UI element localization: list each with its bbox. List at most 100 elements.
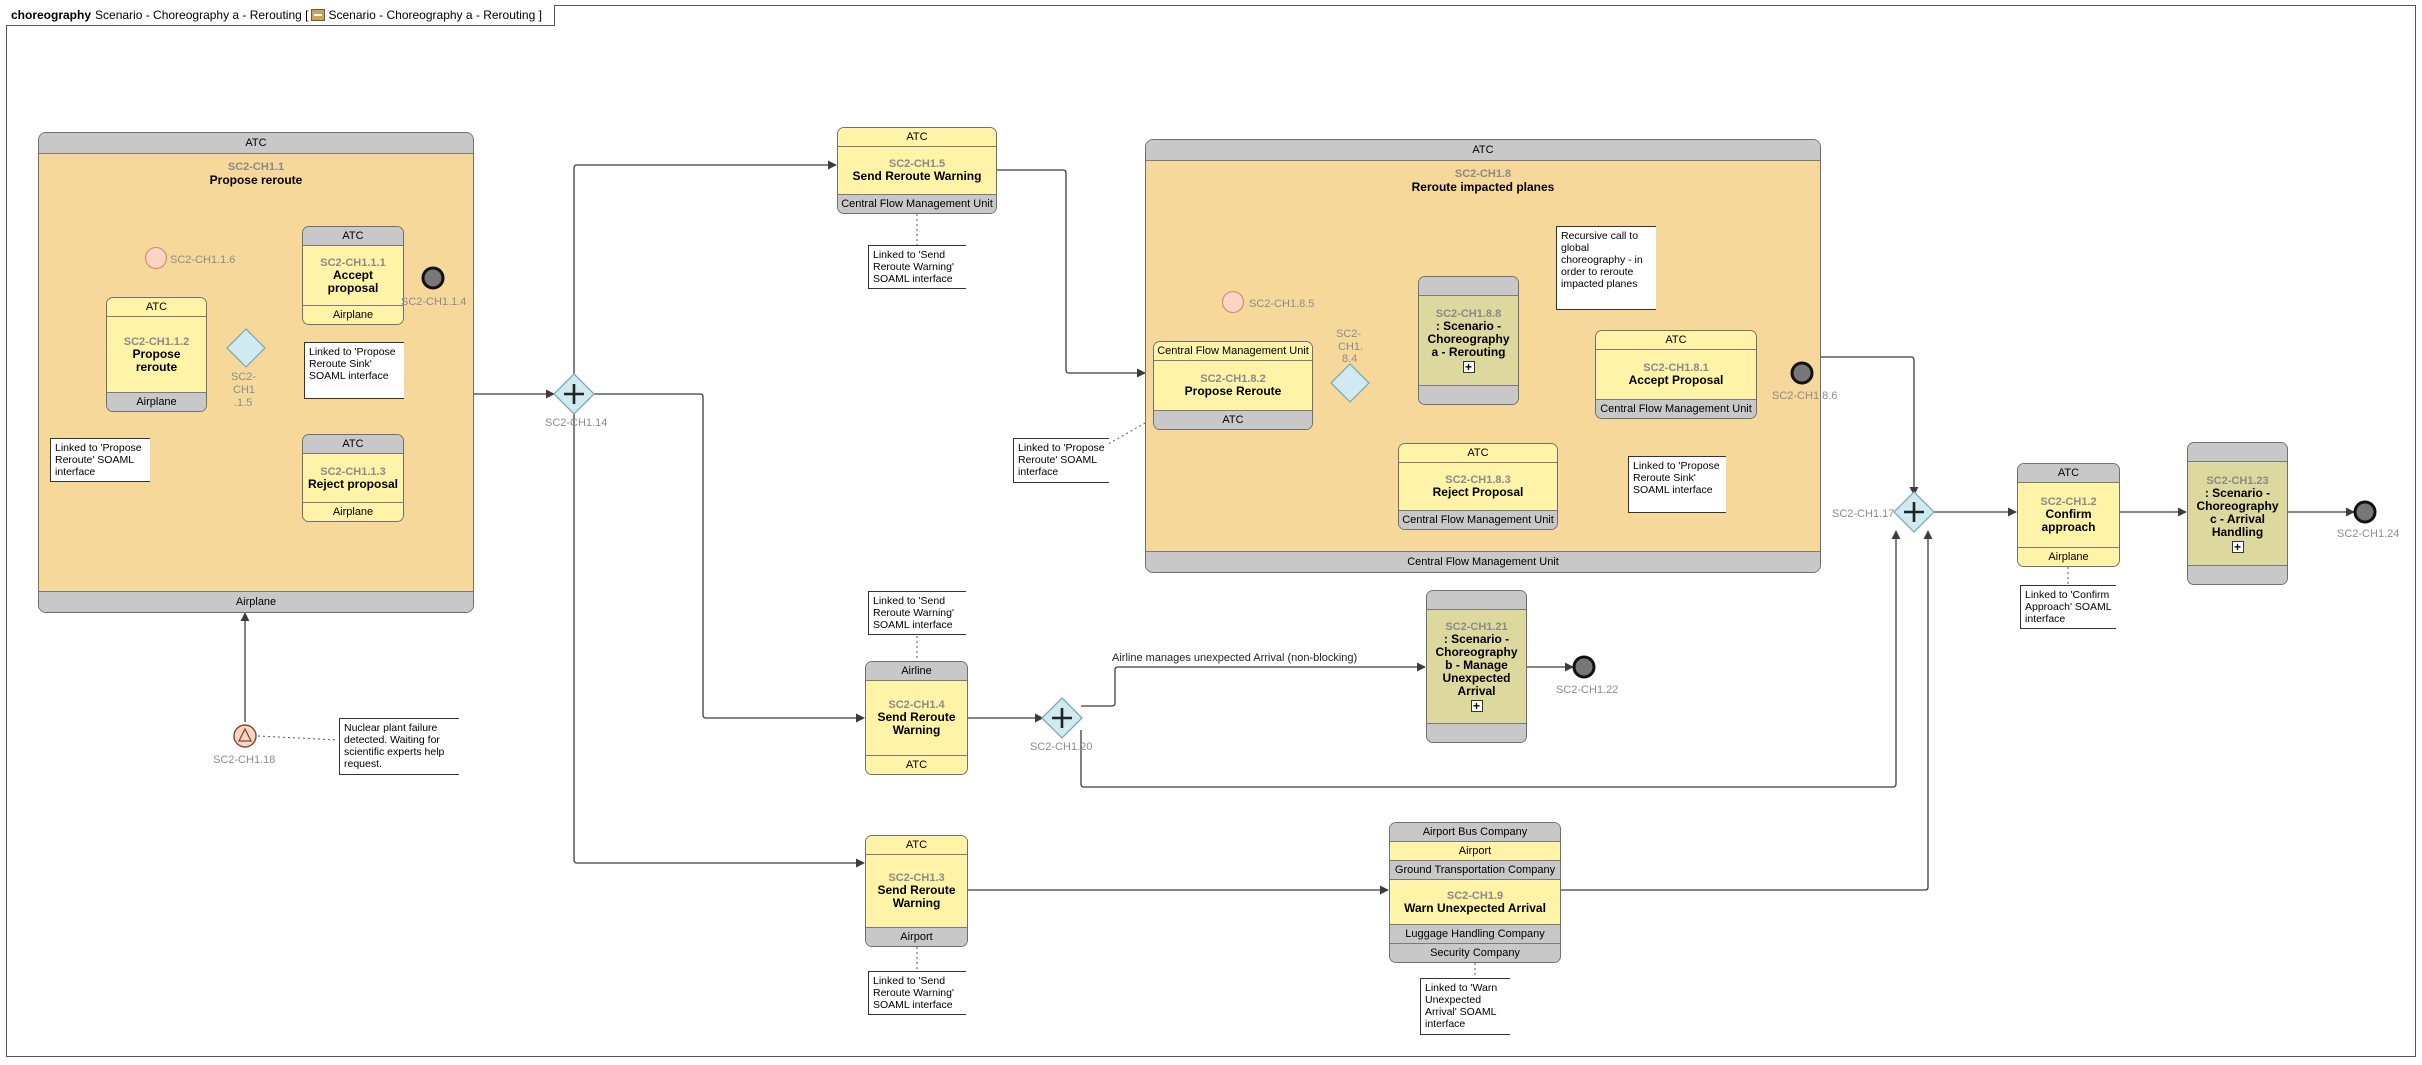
receiving-participant: ATC <box>866 755 967 774</box>
gateway-label-g114: SC2-CH1.14 <box>545 417 608 429</box>
task-id: SC2-CH1.5 <box>888 158 946 170</box>
initiating-participant: ATC <box>866 836 967 855</box>
participant-band-top <box>2188 443 2287 462</box>
initiating-participant: ATC <box>303 227 403 246</box>
flow-t15-sub8 <box>997 169 1146 378</box>
gateway-label-g184-line2: CH1. <box>1338 341 1364 353</box>
flow-g114-t14 <box>594 393 865 723</box>
diagram-frame <box>6 5 2416 1057</box>
participant-security-company: Security Company <box>1390 943 1560 962</box>
choreography-task-accept-proposal[interactable]: ATC SC2-CH1.1.1 Accept proposal Airplane <box>302 226 404 325</box>
task-name: Reject Proposal <box>1432 485 1524 499</box>
flow-g120-t121 <box>1081 662 1426 707</box>
task-name: Propose Reroute <box>1184 384 1282 398</box>
flow-g114-t13 <box>573 406 865 868</box>
expand-marker-icon[interactable]: + <box>2231 540 2244 553</box>
parallel-gateway-g117 <box>1893 491 1935 533</box>
annotation-n3: Nuclear plant failure detected. Waiting … <box>339 718 459 775</box>
receiving-participant: Airplane <box>2018 547 2119 566</box>
initiating-participant: Central Flow Management Unit <box>1154 342 1312 361</box>
task-name: Accept proposal <box>327 267 379 295</box>
conditional-start-event-e118 <box>233 724 257 748</box>
task-id: SC2-CH1.1.2 <box>123 335 190 348</box>
annotation-n5: Linked to 'Send Reroute Warning' SOAML i… <box>868 591 966 635</box>
event-label-e116: SC2-CH1.1.6 <box>170 254 236 266</box>
end-event-e124 <box>2353 500 2377 524</box>
flow-g114-t15 <box>573 160 837 382</box>
receiving-participant: ATC <box>1154 410 1312 429</box>
expand-marker-icon[interactable]: + <box>1462 361 1475 373</box>
choreography-task-confirm-approach[interactable]: ATC SC2-CH1.2 Confirm approach Airplane <box>2017 463 2120 567</box>
parallel-gateway-g120 <box>1041 697 1083 739</box>
annotation-n1: Linked to 'Propose Reroute' SOAML interf… <box>50 438 150 482</box>
call-choreography-rerouting-recursive[interactable]: SC2-CH1.8.8 : Scenario - Choreography a … <box>1418 276 1519 405</box>
choreography-task-send-reroute-warning-airline[interactable]: Airline SC2-CH1.4 Send Reroute Warning A… <box>865 661 968 775</box>
task-name: Propose reroute <box>132 346 181 374</box>
participant-band-top: ATC <box>39 133 473 154</box>
gateway-label-g120: SC2-CH1.20 <box>1030 741 1093 753</box>
task-id: SC2-CH1.3 <box>888 872 945 884</box>
flow-sub8-g117 <box>1821 356 1919 496</box>
initiating-participant: ATC <box>1399 444 1557 463</box>
choreography-task-send-reroute-warning-cfmu[interactable]: ATC SC2-CH1.5 Send Reroute Warning Centr… <box>837 127 997 214</box>
end-event-e186 <box>1790 361 1814 385</box>
task-id: SC2-CH1.8.3 <box>1445 474 1511 486</box>
task-id: SC2-CH1.23 <box>2206 474 2269 487</box>
gateway-label-g115-line2: CH1 <box>233 384 256 396</box>
task-id: SC2-CH1.8.1 <box>1643 362 1709 374</box>
task-id: SC2-CH1.1.3 <box>320 465 386 478</box>
note-link-n3 <box>257 735 339 741</box>
exclusive-gateway-g184 <box>1330 363 1370 403</box>
subchoreography-title: SC2-CH1.1 Propose reroute <box>39 161 473 187</box>
initiating-participant: ATC <box>2018 464 2119 483</box>
participant-airport: Airport <box>1390 842 1560 861</box>
receiving-participant: Airplane <box>107 392 206 411</box>
task-name: Accept Proposal <box>1628 373 1724 387</box>
choreography-task-propose-reroute-cfmu[interactable]: Central Flow Management Unit SC2-CH1.8.2… <box>1153 341 1313 430</box>
task-name: Warn Unexpected Arrival <box>1404 900 1546 915</box>
choreography-task-propose-reroute[interactable]: ATC SC2-CH1.1.2 Propose reroute Airplane <box>106 297 207 412</box>
participant-band-top <box>1419 277 1518 296</box>
receiving-participant: Airplane <box>303 502 403 521</box>
choreography-task-send-reroute-warning-airport[interactable]: ATC SC2-CH1.3 Send Reroute Warning Airpo… <box>865 835 968 947</box>
event-label-e185: SC2-CH1.8.5 <box>1249 298 1315 310</box>
task-name: Send Reroute Warning <box>877 710 956 737</box>
frame-keyword: choreography <box>11 8 92 22</box>
task-name: Confirm approach <box>2041 507 2096 534</box>
subchoreography-id: SC2-CH1.1 <box>227 161 285 173</box>
choreography-task-reject-proposal-cfmu[interactable]: ATC SC2-CH1.8.3 Reject Proposal Central … <box>1398 443 1558 530</box>
end-event-e122 <box>1572 655 1596 679</box>
task-id: SC2-CH1.4 <box>888 699 945 711</box>
annotation-n4: Linked to 'Send Reroute Warning' SOAML i… <box>868 245 966 289</box>
initiating-participant: ATC <box>838 128 996 147</box>
receiving-participant: Central Flow Management Unit <box>1596 399 1756 418</box>
end-event-e114 <box>421 266 445 290</box>
participant-band-top <box>1427 591 1526 610</box>
task-name: : Scenario - Choreography a - Rerouting <box>1427 319 1510 359</box>
subchoreography-name: Reroute impacted planes <box>1411 180 1555 194</box>
initiating-participant: ATC <box>107 298 206 317</box>
event-label-e114: SC2-CH1.1.4 <box>401 296 467 308</box>
gateway-label-g184-line1: SC2- <box>1336 328 1362 340</box>
call-choreography-arrival-handling[interactable]: SC2-CH1.23 : Scenario - Choreography c -… <box>2187 442 2288 585</box>
expand-marker-icon[interactable]: + <box>1470 700 1483 712</box>
participant-band-bottom: Central Flow Management Unit <box>1146 551 1820 572</box>
participant-ground-transportation: Ground Transportation Company <box>1390 861 1560 880</box>
receiving-participant: Central Flow Management Unit <box>838 194 996 213</box>
choreography-task-accept-proposal-cfmu[interactable]: ATC SC2-CH1.8.1 Accept Proposal Central … <box>1595 330 1757 419</box>
gateway-label-g184-line3: 8.4 <box>1342 353 1358 365</box>
choreography-task-reject-proposal[interactable]: ATC SC2-CH1.1.3 Reject proposal Airplane <box>302 434 404 522</box>
flow-t19-g117 <box>1561 530 1933 891</box>
exclusive-gateway-g115 <box>226 328 266 368</box>
annotation-n10: Linked to 'Warn Unexpected Arrival' SOAM… <box>1420 978 1510 1035</box>
choreography-task-warn-unexpected-arrival[interactable]: Airport Bus Company Airport Ground Trans… <box>1389 822 1561 963</box>
annotation-n6: Linked to 'Send Reroute Warning' SOAML i… <box>868 971 966 1015</box>
participant-band-bottom <box>2188 565 2287 584</box>
event-label-e186: SC2-CH1.8.6 <box>1772 390 1838 402</box>
participant-airport-bus-company: Airport Bus Company <box>1390 823 1560 842</box>
call-choreography-manage-unexpected-arrival[interactable]: SC2-CH1.21 : Scenario - Choreography b -… <box>1426 590 1527 743</box>
event-label-e118: SC2-CH1.18 <box>213 754 276 766</box>
